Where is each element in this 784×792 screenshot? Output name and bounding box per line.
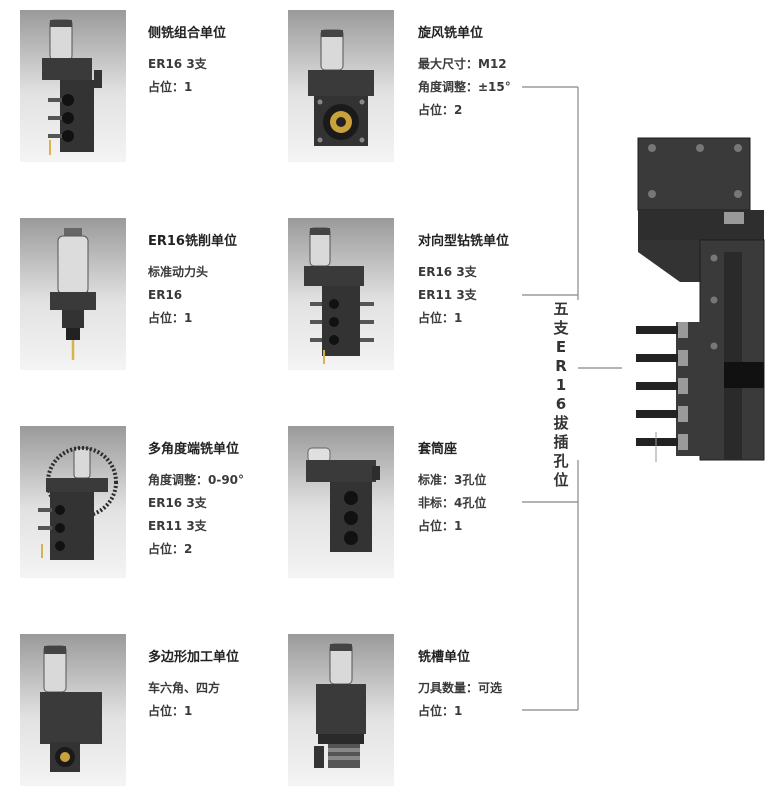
unit-spec: 角度调整：±15° <box>418 80 511 94</box>
unit-info-er16-milling: ER16铣削单位 标准动力头 ER16 占位：1 <box>148 230 237 330</box>
unit-spec: ER16 3支 <box>148 496 207 510</box>
unit-spec: ER16 3支 <box>148 57 207 71</box>
unit-title: 侧铣组合单位 <box>148 26 227 41</box>
unit-image-whirlwind-milling <box>288 10 394 162</box>
er16-assembly-icon <box>636 137 765 462</box>
unit-title: 多角度端铣单位 <box>148 442 240 457</box>
unit-image-side-milling <box>20 10 126 162</box>
unit-spec: 非标：4孔位 <box>418 496 487 510</box>
unit-spec: 占位：2 <box>418 103 463 117</box>
unit-image-slot-milling <box>288 634 394 786</box>
unit-info-whirlwind-milling: 旋风铣单位 最大尺寸：M12 角度调整：±15° 占位：2 <box>418 22 511 122</box>
multi-angle-end-mill-unit-icon <box>38 446 118 560</box>
unit-spec: 最大尺寸：M12 <box>418 57 507 71</box>
unit-spec: 刀具数量：可选 <box>418 681 503 695</box>
unit-title: 铣槽单位 <box>418 650 471 665</box>
unit-image-polygon-machining <box>20 634 126 786</box>
unit-spec: 占位：1 <box>418 311 463 325</box>
unit-spec: 占位：1 <box>148 311 193 325</box>
unit-info-slot-milling: 铣槽单位 刀具数量：可选 占位：1 <box>418 646 502 723</box>
unit-spec: 占位：1 <box>418 519 463 533</box>
unit-info-side-milling: 侧铣组合单位 ER16 3支 占位：1 <box>148 22 226 99</box>
unit-spec: 角度调整：0-90° <box>148 473 245 487</box>
unit-image-er16-milling <box>20 218 126 370</box>
unit-info-polygon-machining: 多边形加工单位 车六角、四方 占位：1 <box>148 646 239 723</box>
unit-info-multi-angle-end-mill: 多角度端铣单位 角度调整：0-90° ER16 3支 ER11 3支 占位：2 <box>148 438 244 561</box>
polygon-machining-unit-icon <box>40 645 102 772</box>
unit-title: ER16铣削单位 <box>148 234 237 249</box>
side-milling-unit-icon <box>42 19 102 155</box>
unit-title: 旋风铣单位 <box>418 26 484 41</box>
unit-title: 对向型钻铣单位 <box>418 234 510 249</box>
unit-spec: 标准动力头 <box>148 265 209 279</box>
unit-spec: 占位：2 <box>148 542 193 556</box>
unit-spec: ER11 3支 <box>148 519 207 533</box>
er16-milling-unit-icon <box>50 228 96 360</box>
unit-spec: ER16 3支 <box>418 265 477 279</box>
unit-spec: 占位：1 <box>148 80 193 94</box>
unit-info-opposed-drill-mill: 对向型钻铣单位 ER16 3支 ER11 3支 占位：1 <box>418 230 509 330</box>
unit-image-sleeve-holder <box>288 426 394 578</box>
unit-spec: ER11 3支 <box>418 288 477 302</box>
slot-milling-unit-icon <box>314 643 366 768</box>
sleeve-holder-icon <box>306 447 380 552</box>
unit-spec: 占位：1 <box>418 704 463 718</box>
unit-info-sleeve-holder: 套筒座 标准：3孔位 非标：4孔位 占位：1 <box>418 438 486 538</box>
unit-image-opposed-drill-mill <box>288 218 394 370</box>
opposed-drill-mill-unit-icon <box>304 227 374 364</box>
unit-image-multi-angle-end-mill <box>20 426 126 578</box>
unit-spec: ER16 <box>148 288 183 302</box>
whirlwind-milling-unit-icon <box>308 29 374 146</box>
assembly-label-text: 五支ER16拔插孔位 <box>553 300 569 489</box>
unit-title: 套筒座 <box>418 442 458 457</box>
unit-spec: 车六角、四方 <box>148 681 221 695</box>
unit-spec: 标准：3孔位 <box>418 473 487 487</box>
unit-spec: 占位：1 <box>148 704 193 718</box>
unit-title: 多边形加工单位 <box>148 650 240 665</box>
assembly-label: 五支ER16拔插孔位 <box>546 300 576 490</box>
